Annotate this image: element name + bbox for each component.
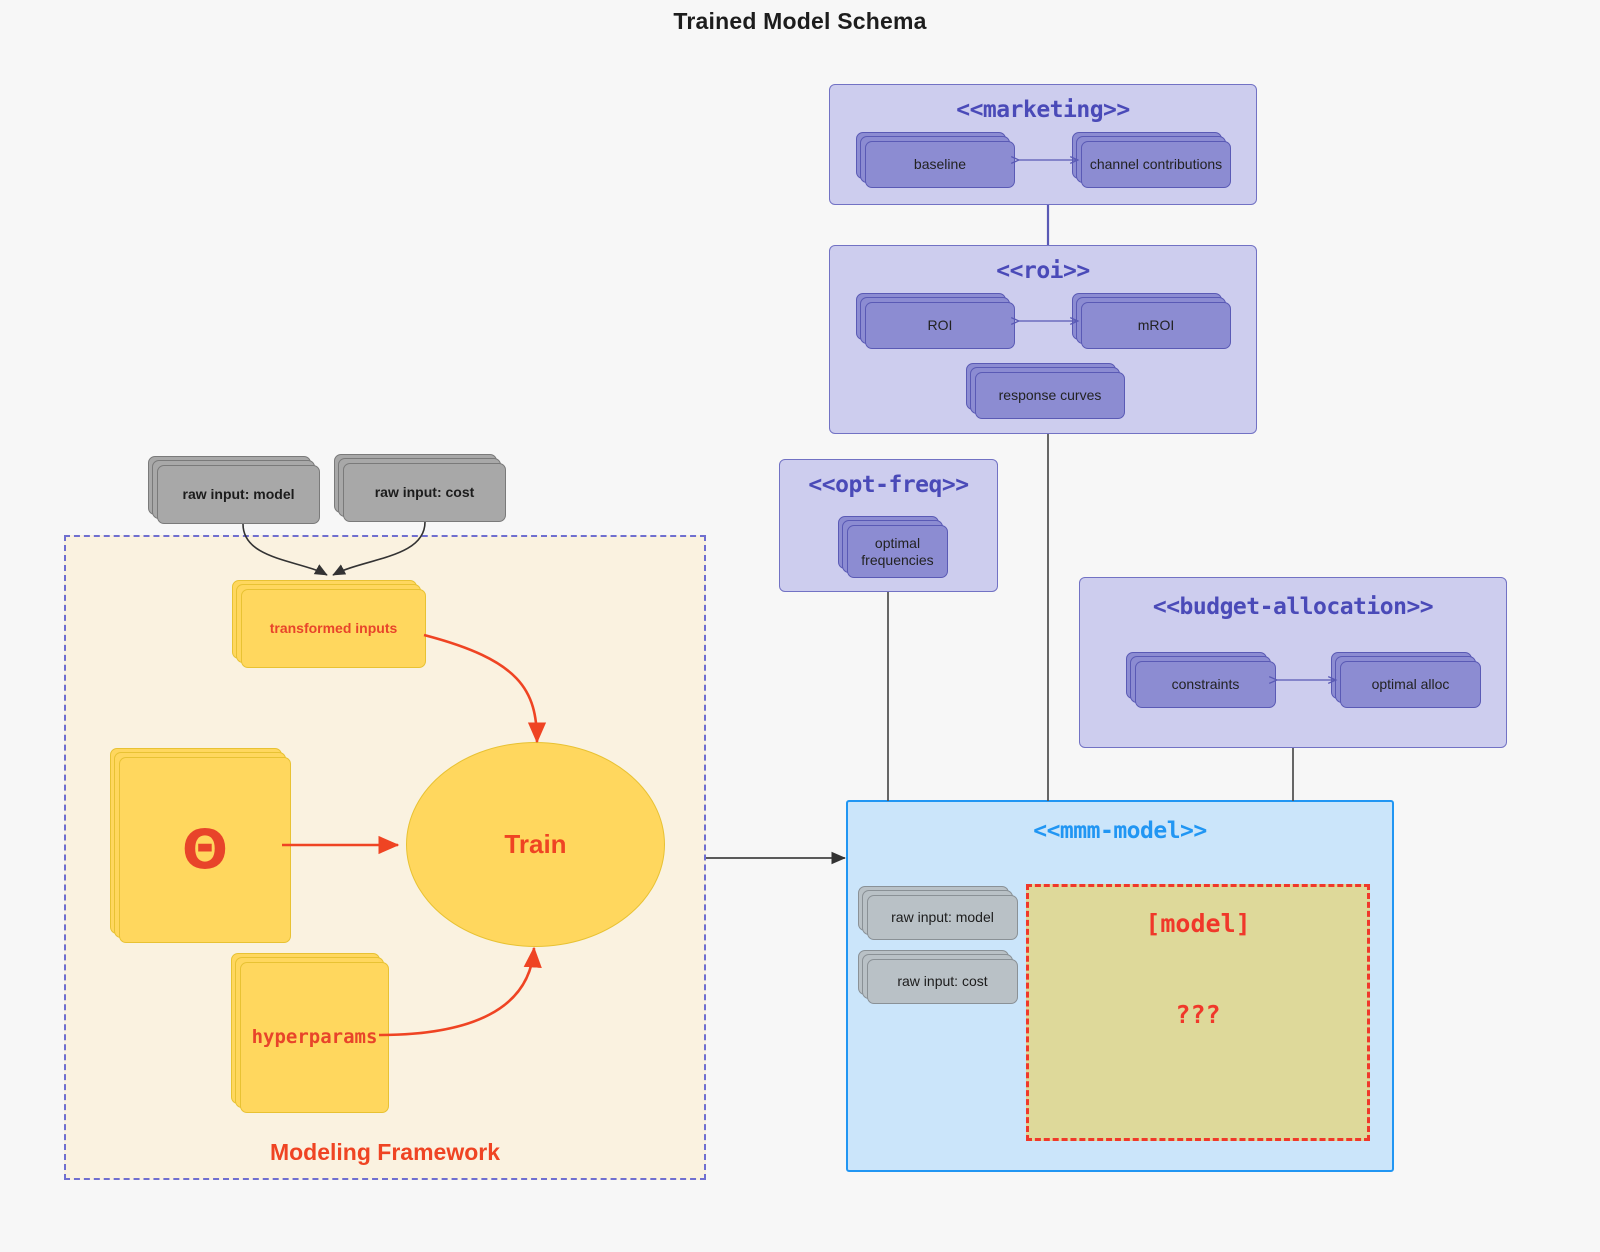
node-response-curves[interactable]: response curves [966,363,1125,419]
node-label: transformed inputs [241,589,426,668]
model-placeholder-label: [model] [1145,909,1251,938]
node-mmm-raw-input-model[interactable]: raw input: model [858,886,1018,940]
node-label: raw input: cost [867,959,1018,1004]
group-title-marketing: <<marketing>> [956,97,1130,123]
model-placeholder-box[interactable]: [model] ??? [1026,884,1370,1141]
node-mmm-raw-input-cost[interactable]: raw input: cost [858,950,1018,1004]
model-unknown-label: ??? [1175,1000,1221,1029]
node-baseline[interactable]: baseline [856,132,1015,188]
transformed-inputs-node[interactable]: transformed inputs [232,580,426,668]
node-label-line1: optimal [874,534,921,551]
node-label: channel contributions [1081,141,1231,188]
node-label: hyperparams [240,962,389,1113]
node-label: raw input: model [867,895,1018,940]
node-label: raw input: cost [343,463,506,522]
node-channel-contributions[interactable]: channel contributions [1072,132,1231,188]
hyperparams-node[interactable]: hyperparams [231,953,389,1113]
group-title-mmm-model: <<mmm-model>> [1033,818,1207,844]
group-title-roi: <<roi>> [996,258,1090,284]
train-process-node[interactable]: Train [406,742,665,947]
node-optimal-alloc[interactable]: optimal alloc [1331,652,1481,708]
node-mroi[interactable]: mROI [1072,293,1231,349]
node-label: constraints [1135,661,1276,708]
node-label-line2: frequencies [861,551,934,568]
node-label: raw input: model [157,465,320,524]
node-optimal-frequencies[interactable]: optimal frequencies [838,516,948,578]
node-label: ROI [865,302,1015,349]
raw-input-cost-node[interactable]: raw input: cost [334,454,506,522]
theta-node[interactable]: Θ [110,748,291,943]
node-constraints[interactable]: constraints [1126,652,1276,708]
node-label: mROI [1081,302,1231,349]
node-label: baseline [865,141,1015,188]
modeling-framework-label: Modeling Framework [269,1139,501,1165]
page-title: Trained Model Schema [673,8,927,34]
group-title-opt-freq: <<opt-freq>> [808,472,969,498]
group-title-budget-allocation: <<budget-allocation>> [1152,594,1434,620]
node-label: response curves [975,372,1125,419]
node-roi[interactable]: ROI [856,293,1015,349]
raw-input-model-node[interactable]: raw input: model [148,456,320,524]
node-label: optimal alloc [1340,661,1481,708]
node-label: Θ [119,757,291,943]
node-label: optimal frequencies [847,525,948,578]
